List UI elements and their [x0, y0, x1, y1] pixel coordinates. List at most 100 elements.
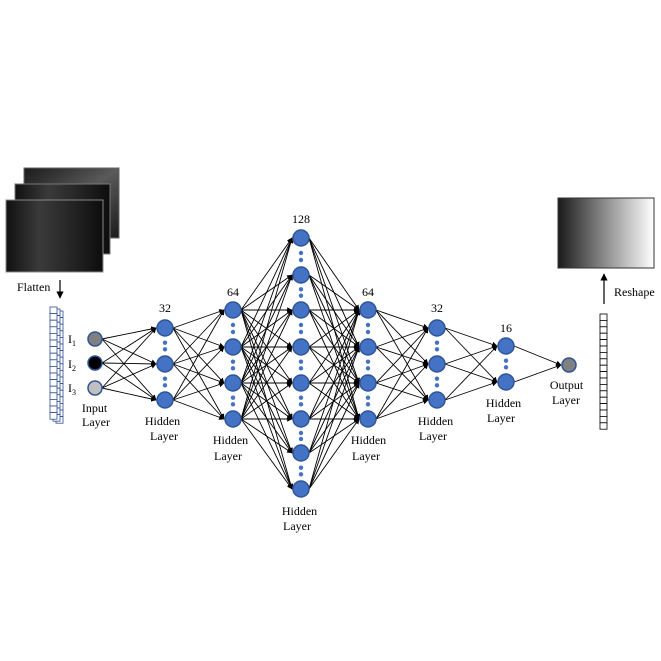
- output-node: [561, 357, 577, 373]
- ellipsis-dot: [162, 347, 168, 352]
- hidden-layer-5-label: Hidden Layer: [418, 414, 456, 443]
- vector-cell: [49, 319, 58, 328]
- ellipsis-dot: [434, 347, 440, 352]
- connection-edge: [375, 309, 429, 329]
- connection-edge: [240, 237, 293, 311]
- hidden-node: [224, 301, 242, 319]
- vector-cell: [599, 319, 608, 328]
- ellipsis-dot: [434, 340, 440, 345]
- connection-edge: [308, 237, 360, 311]
- vector-cell: [49, 379, 58, 387]
- connection-edge: [101, 327, 157, 389]
- vector-cell: [49, 359, 58, 367]
- connection-edge: [101, 362, 157, 401]
- connection-edge: [240, 382, 293, 420]
- connection-edge: [308, 309, 360, 348]
- vector-cell: [599, 396, 608, 405]
- vector-cell: [49, 405, 58, 413]
- ellipsis-dot: [230, 402, 236, 407]
- vector-cell: [599, 422, 608, 430]
- connection-edge: [101, 387, 157, 402]
- output-layer-label: Output Layer: [550, 378, 586, 407]
- input-node: [87, 331, 103, 347]
- ellipsis-dot: [434, 383, 440, 388]
- vector-cell: [599, 377, 608, 385]
- hidden-node: [224, 338, 242, 356]
- ellipsis-dot: [298, 436, 304, 442]
- reshape-label: Reshape: [614, 285, 655, 299]
- connection-edge: [308, 346, 360, 420]
- count-hidden-2: 64: [227, 285, 239, 299]
- ellipsis-dot: [365, 322, 371, 328]
- flatten-label: Flatten: [17, 280, 50, 294]
- ellipsis-dot: [298, 293, 304, 298]
- connection-edge: [444, 345, 498, 401]
- hidden-node: [292, 338, 310, 356]
- connection-edge: [101, 326, 157, 340]
- hidden-node: [359, 301, 377, 319]
- connection-edge: [308, 309, 360, 454]
- hidden-node: [292, 266, 310, 284]
- vector-cell: [49, 313, 58, 321]
- hidden-node: [156, 319, 174, 337]
- hidden-node: [428, 319, 446, 337]
- output-vector: [599, 313, 608, 430]
- vector-cell: [49, 398, 58, 407]
- hidden-layer-1-label: Hidden Layer: [145, 414, 183, 443]
- ellipsis-dot: [503, 365, 509, 370]
- connection-edge: [240, 237, 294, 420]
- connection-edge: [240, 309, 293, 454]
- network-nodes: [87, 229, 577, 498]
- vector-cell: [49, 306, 58, 314]
- ellipsis-dot: [298, 287, 304, 292]
- connection-edge: [444, 327, 498, 347]
- vector-cell: [599, 390, 608, 398]
- ellipsis-dot: [230, 329, 236, 335]
- hidden-node: [359, 410, 377, 428]
- input-node: [87, 380, 103, 396]
- connection-edge: [172, 346, 225, 401]
- hidden-node: [224, 374, 242, 392]
- layer-connections: [101, 237, 562, 490]
- hidden-node: [292, 374, 310, 392]
- connection-edge: [513, 364, 562, 383]
- ellipsis-dot: [298, 257, 304, 263]
- input-image-1: [5, 199, 104, 273]
- hidden-node: [156, 355, 174, 373]
- layer-counts: 32 64 128 64 32 16: [159, 212, 512, 335]
- ellipsis-dot: [230, 359, 236, 364]
- connection-edge: [172, 309, 225, 401]
- connection-edge: [172, 309, 225, 365]
- connection-edge: [101, 363, 157, 389]
- vector-cell: [49, 392, 58, 400]
- vector-cell: [599, 371, 608, 379]
- vector-cell: [599, 403, 608, 411]
- ellipsis-dot: [298, 250, 304, 256]
- ellipsis-dot: [503, 358, 509, 363]
- connection-edge: [308, 309, 360, 384]
- count-hidden-6: 16: [500, 321, 512, 335]
- connection-edge: [240, 274, 293, 420]
- ellipsis-dot: [298, 359, 304, 364]
- connection-edge: [101, 338, 157, 401]
- connection-edge: [101, 338, 157, 365]
- vector-cell: [599, 351, 608, 360]
- vector-cell: [49, 412, 58, 420]
- input-labels: I1 I2 I3: [68, 332, 76, 397]
- vector-cell: [599, 313, 608, 321]
- vector-cell: [49, 352, 58, 361]
- ellipsis-dot: [298, 472, 304, 477]
- connection-edge: [308, 418, 360, 490]
- connection-edge: [240, 418, 293, 454]
- vector-cell: [599, 358, 608, 366]
- connection-edge: [375, 327, 429, 348]
- hidden-node: [359, 374, 377, 392]
- connection-edge: [172, 381, 225, 401]
- vector-cell: [599, 409, 608, 417]
- connection-edge: [375, 309, 429, 365]
- ellipsis-dot: [230, 366, 236, 371]
- count-hidden-1: 32: [159, 301, 171, 315]
- vector-cell: [599, 383, 608, 392]
- hidden-node: [292, 301, 310, 319]
- hidden-layer-4-label: Hidden Layer: [351, 433, 389, 463]
